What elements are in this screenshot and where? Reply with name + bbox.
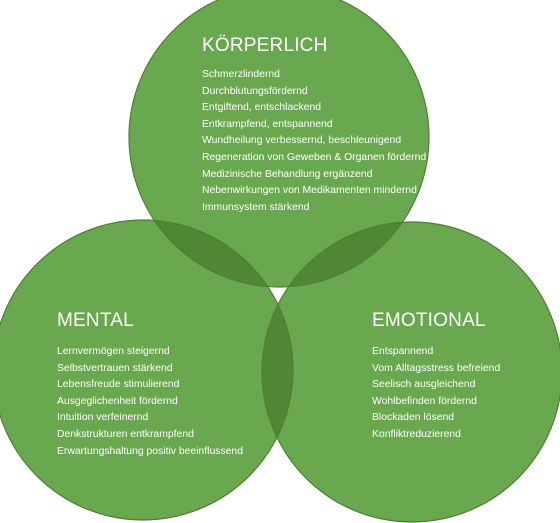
list-item: Denkstrukturen entkrampfend: [57, 428, 194, 440]
list-item: Seelisch ausgleichend: [372, 379, 476, 391]
list-item: Entgiftend, entschlackend: [202, 102, 321, 114]
list-item: Lebensfreude stimulierend: [57, 379, 180, 391]
list-item: Blockaden lösend: [372, 412, 455, 424]
outline-mental: [0, 219, 294, 521]
set-koerperlich: KÖRPERLICH Schmerzlindernd Durchblutungs…: [202, 35, 426, 216]
set-mental: MENTAL Lernvermögen steigernd Selbstvert…: [57, 310, 243, 460]
list-item: Immunsystem stärkend: [202, 201, 310, 213]
list-item: Selbstvertrauen stärkend: [57, 362, 173, 374]
set-emotional: EMOTIONAL Entspannend Vom Alltagsstress …: [372, 310, 500, 444]
list-item: Erwartungshaltung positiv beeinflussend: [57, 445, 243, 457]
item-list-emotional: Entspannend Vom Alltagsstress befreiend …: [372, 344, 500, 444]
list-item: Nebenwirkungen von Medikamenten mindernd: [202, 185, 417, 197]
list-item: Konfliktreduzierend: [372, 428, 461, 440]
list-item: Vom Alltagsstress befreiend: [372, 362, 501, 374]
list-item: Regeneration von Geweben & Organen förde…: [202, 151, 427, 163]
list-item: Medizinische Behandlung ergänzend: [202, 168, 373, 180]
list-item: Intuition verfeinernd: [57, 412, 149, 424]
list-item: Wundheilung verbessernd, beschleunigend: [202, 135, 402, 147]
list-item: Entkrampfend, entspannend: [202, 118, 333, 130]
item-list-koerperlich: Schmerzlindernd Durchblutungsfördernd En…: [202, 67, 426, 216]
list-item: Lernvermögen steigernd: [57, 346, 170, 357]
outline-koerperlich: [128, 0, 430, 288]
set-title-koerperlich: KÖRPERLICH: [202, 35, 328, 56]
circle-mental: [0, 220, 293, 520]
list-item: Wohlbefinden fördernd: [372, 395, 477, 407]
circle-koerperlich: [129, 0, 429, 287]
outline-emotional: [261, 221, 560, 523]
set-title-emotional: EMOTIONAL: [372, 310, 486, 331]
list-item: Durchblutungsfördernd: [202, 85, 308, 97]
circle-emotional: [262, 222, 560, 522]
list-item: Schmerzlindernd: [202, 69, 280, 80]
set-title-mental: MENTAL: [57, 310, 134, 331]
item-list-mental: Lernvermögen steigernd Selbstvertrauen s…: [57, 344, 243, 460]
list-item: Ausgeglichenheit fördernd: [57, 395, 178, 407]
list-item: Entspannend: [372, 346, 434, 357]
